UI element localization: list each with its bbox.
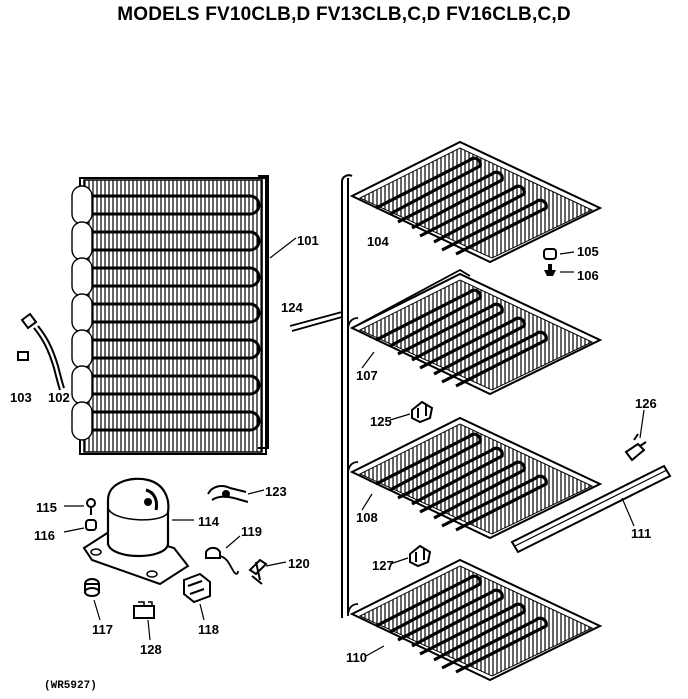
part-label-126: 126 [635,396,657,411]
evaporator-shelf-110 [349,558,603,682]
evaporator-frame [341,174,353,618]
part-label-101: 101 [297,233,319,248]
part-label-115: 115 [36,500,57,515]
part-119 [205,546,239,575]
part-label-105: 105 [577,244,599,259]
part-label-123: 123 [265,484,287,499]
evaporator-shelf-104 [349,140,603,264]
part-115 [86,498,96,515]
part-116 [85,519,97,531]
part-label-111: 111 [631,526,651,541]
condenser-coil [71,175,269,455]
part-label-128: 128 [140,642,162,657]
part-label-118: 118 [198,622,219,637]
evaporator-shelf-107 [349,272,603,396]
part-105 [543,248,557,260]
part-126 [624,433,647,462]
part-label-117: 117 [92,622,113,637]
part-label-103: 103 [10,390,32,405]
part-127 [409,544,432,568]
part-label-107: 107 [356,368,378,383]
part-label-110: 110 [346,650,367,665]
part-label-125: 125 [370,414,392,429]
part-128 [133,601,155,619]
diagram-title: MODELS FV10CLB,D FV13CLB,C,D FV16CLB,C,D [117,4,571,25]
part-label-127: 127 [372,558,394,573]
part-label-104: 104 [367,234,389,249]
part-label-124: 124 [281,300,303,315]
drawing-reference: (WR5927) [44,680,97,692]
tube-124 [289,311,343,332]
part-label-106: 106 [577,268,599,283]
part-label-108: 108 [356,510,378,525]
part-106 [544,264,556,276]
part-123 [207,485,249,503]
part-117 [84,578,100,597]
part-111 [510,464,672,554]
compressor [82,477,190,586]
part-label-116: 116 [34,528,55,543]
part-120 [248,558,268,585]
part-125 [411,400,434,424]
part-label-120: 120 [288,556,310,571]
power-cord [17,312,65,391]
part-label-114: 114 [198,514,220,529]
part-label-102: 102 [48,390,70,405]
part-118 [183,572,211,604]
evaporator-shelf-108 [349,416,603,540]
part-label-119: 119 [241,524,262,539]
